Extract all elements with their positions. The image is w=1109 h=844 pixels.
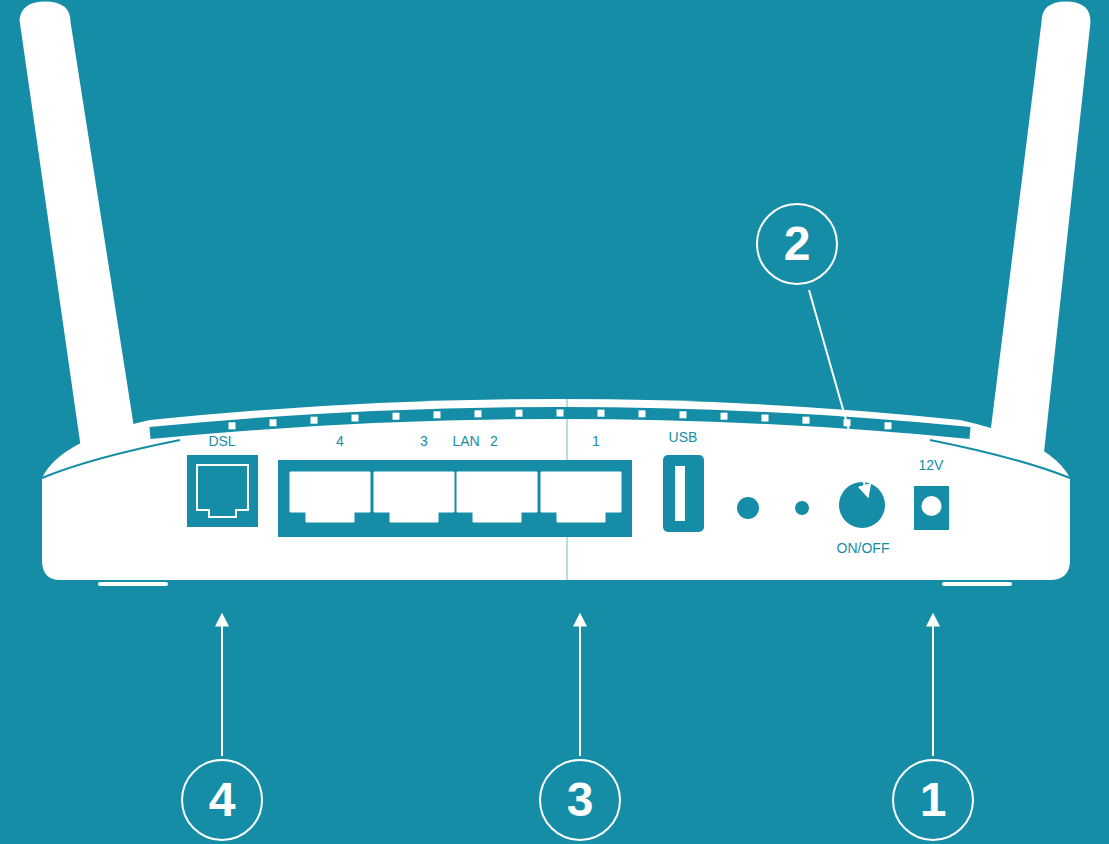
callout-number: 4 xyxy=(209,776,236,824)
port-label: 12V xyxy=(919,458,944,472)
callout-circle: 4 xyxy=(181,759,263,841)
callout-number: 3 xyxy=(567,776,594,824)
lan-ports xyxy=(278,460,632,537)
port-label: 4 xyxy=(336,434,344,448)
leader-line xyxy=(579,614,581,756)
callout-number: 1 xyxy=(920,776,947,824)
port-label: 1 xyxy=(592,434,600,448)
port-label: ON/OFF xyxy=(837,541,890,555)
port-label: LAN xyxy=(452,434,479,448)
wps-button xyxy=(737,497,759,519)
usb-port xyxy=(663,455,704,532)
port-label: 3 xyxy=(420,434,428,448)
port-label: DSL xyxy=(208,434,235,448)
callout-circle: 2 xyxy=(756,203,838,285)
foot xyxy=(942,582,1012,586)
leader-line xyxy=(932,614,934,756)
leader-line xyxy=(221,614,223,756)
callout-number: 2 xyxy=(784,220,811,268)
callout-circle: 1 xyxy=(892,759,974,841)
port-label: 2 xyxy=(490,434,498,448)
foot xyxy=(98,582,168,586)
power-jack xyxy=(914,486,949,530)
leader-line xyxy=(809,290,868,497)
callout-circle: 3 xyxy=(539,759,621,841)
port-label: USB xyxy=(669,430,698,444)
dsl-port xyxy=(187,455,258,527)
reset-button xyxy=(795,501,809,515)
router-body xyxy=(42,399,1070,580)
power-button xyxy=(839,482,885,528)
